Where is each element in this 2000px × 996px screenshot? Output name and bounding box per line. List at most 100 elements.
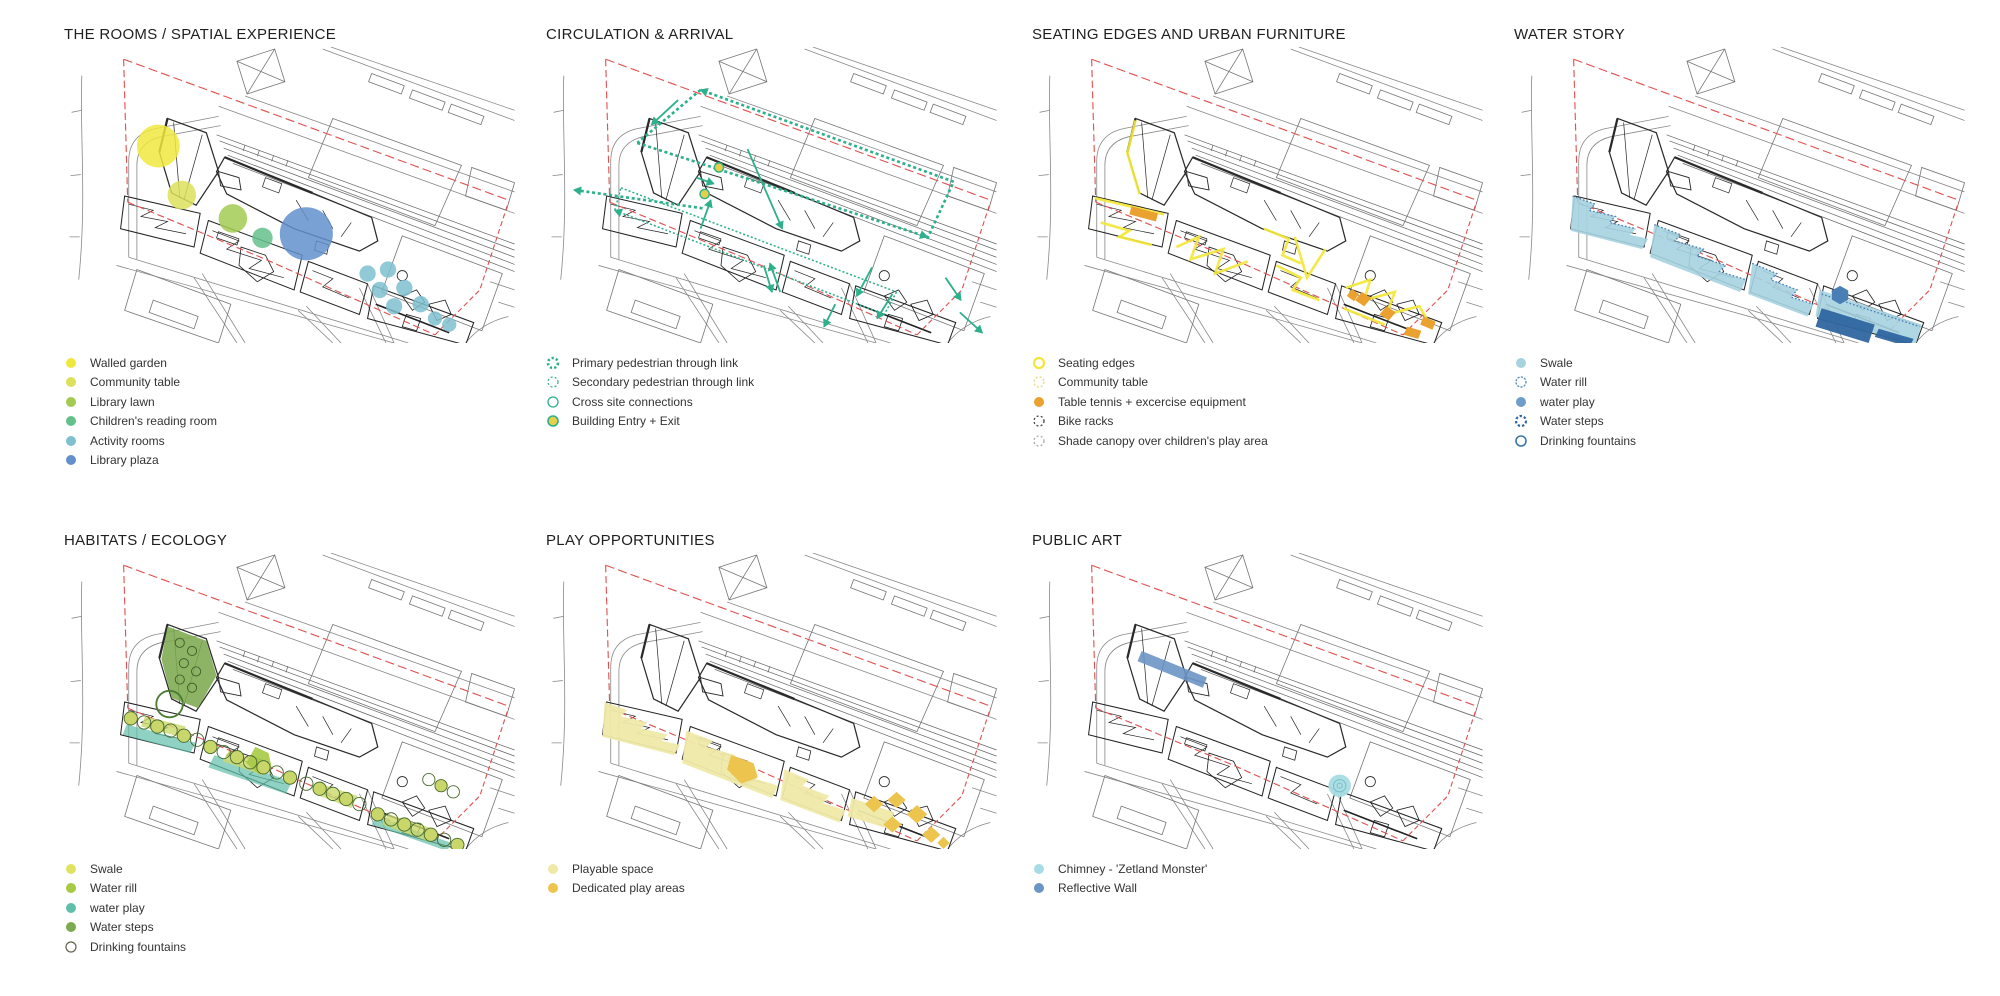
overlay-seating <box>1094 120 1436 339</box>
panel-seating: SEATING EDGES AND URBAN FURNITURE <box>1026 26 1498 451</box>
legend-label: Water rill <box>1540 375 1587 390</box>
legend-swatch-icon <box>547 415 559 428</box>
legend-label: Reflective Wall <box>1058 881 1137 896</box>
legend-swatch-icon <box>66 922 76 933</box>
site-plan-svg <box>550 47 998 343</box>
panel-circulation: CIRCULATION & ARRIVAL <box>540 26 1012 431</box>
legend-label: Bike racks <box>1058 414 1114 429</box>
legend-item: Bike racks <box>1032 412 1498 432</box>
legend-label: Secondary pedestrian through link <box>572 375 755 390</box>
legend-swatch-icon <box>1034 396 1044 407</box>
legend-label: Walled garden <box>90 355 167 370</box>
legend-label: Water rill <box>90 881 137 896</box>
legend-item: Primary pedestrian through link <box>546 353 1012 373</box>
legend-label: Community table <box>1058 375 1149 390</box>
legend-item: Cross site connections <box>546 392 1012 412</box>
overlay-publicart <box>1137 650 1351 797</box>
legend-swatch-icon <box>66 396 76 407</box>
site-plan-svg <box>1036 553 1484 849</box>
legend-item: Chimney - 'Zetland Monster' <box>1032 859 1498 879</box>
legend-label: Library plaza <box>90 453 159 468</box>
legend-item: Library lawn <box>64 392 530 412</box>
legend-label: Children's reading room <box>90 414 218 429</box>
legend-item: Table tennis + excercise equipment <box>1032 392 1498 412</box>
site-plan-map <box>64 553 516 849</box>
legend-item: Library plaza <box>64 451 530 471</box>
panel-title: SEATING EDGES AND URBAN FURNITURE <box>1032 26 1346 43</box>
legend-swatch-icon <box>1034 883 1044 894</box>
overlay-circulation <box>572 87 984 334</box>
legend-swatch-icon <box>1034 863 1044 874</box>
site-plan-svg <box>68 553 516 849</box>
legend-item: Reflective Wall <box>1032 879 1498 899</box>
legend-item: water play <box>1514 392 1980 412</box>
site-plan-map <box>546 553 998 849</box>
legend-item: Playable space <box>546 859 1012 879</box>
legend-swatch-icon <box>1033 435 1045 447</box>
legend-item: Children's reading room <box>64 412 530 432</box>
legend-swatch-icon <box>66 902 76 913</box>
panel-habitats: HABITATS / ECOLOGY <box>58 532 530 957</box>
site-plan-svg <box>1518 47 1966 343</box>
panel-title: HABITATS / ECOLOGY <box>64 532 228 549</box>
legend-item: Water steps <box>64 918 530 938</box>
legend-label: Community table <box>90 375 181 390</box>
legend-item: Community table <box>1032 373 1498 393</box>
panel-title: CIRCULATION & ARRIVAL <box>546 26 734 43</box>
legend-item: Community table <box>64 373 530 393</box>
legend-swatch-icon <box>1515 376 1527 388</box>
legend-swatch-icon <box>548 883 558 894</box>
site-plan-map <box>1032 553 1484 849</box>
legend-label: Seating edges <box>1058 355 1135 370</box>
legend-item: Drinking fountains <box>64 937 530 957</box>
legend-swatch-icon <box>66 435 76 446</box>
legend-swatch-icon <box>66 863 76 874</box>
panel-play: PLAY OPPORTUNITIES <box>540 532 1012 898</box>
panel-rooms: THE ROOMS / SPATIAL EXPERIENCE Walled ga… <box>58 26 530 470</box>
overlay-rooms <box>136 124 457 332</box>
legend-item: Activity rooms <box>64 431 530 451</box>
legend-label: Activity rooms <box>90 433 165 448</box>
legend-label: Water steps <box>90 920 154 935</box>
site-plan-svg <box>550 553 998 849</box>
legend-swatch-icon <box>1033 415 1045 427</box>
overlay-water <box>1570 195 1922 343</box>
legend-item: Shade canopy over children's play area <box>1032 431 1498 451</box>
legend-swatch-icon <box>1516 396 1526 407</box>
panel-public-art: PUBLIC ART Chimney - 'Zetland Monster'Re… <box>1026 532 1498 898</box>
legend-label: water play <box>90 900 145 915</box>
legend-swatch-icon <box>66 883 76 894</box>
legend-swatch-icon <box>1033 376 1045 388</box>
legend-label: Chimney - 'Zetland Monster' <box>1058 861 1208 876</box>
legend-swatch-icon <box>66 357 76 368</box>
legend-label: Cross site connections <box>572 394 693 409</box>
legend-label: Playable space <box>572 861 654 876</box>
site-plan-map <box>64 47 516 343</box>
site-plan-map <box>546 47 998 343</box>
legend-item: Dedicated play areas <box>546 879 1012 899</box>
legend-swatch-icon <box>1515 434 1527 447</box>
legend-swatch-icon <box>1514 415 1528 428</box>
site-plan-svg <box>1036 47 1484 343</box>
legend-swatch-icon <box>65 941 77 953</box>
legend-label: water play <box>1540 394 1595 409</box>
legend-label: Swale <box>90 861 123 876</box>
site-plan-map <box>1514 47 1966 343</box>
legend-label: Drinking fountains <box>1540 433 1637 448</box>
legend-item: Water rill <box>1514 373 1980 393</box>
legend-label: Shade canopy over children's play area <box>1058 433 1268 448</box>
legend-item: Walled garden <box>64 353 530 373</box>
legend-item: Water rill <box>64 879 530 899</box>
legend: Chimney - 'Zetland Monster' Reflective Wa… <box>1032 859 1498 898</box>
panel-title: PLAY OPPORTUNITIES <box>546 532 715 549</box>
legend-swatch-icon <box>1032 356 1046 369</box>
legend-swatch-icon <box>66 455 76 466</box>
site-plan-map <box>1032 47 1484 343</box>
panel-title: THE ROOMS / SPATIAL EXPERIENCE <box>64 26 337 43</box>
legend-item: Building Entry + Exit <box>546 412 1012 432</box>
legend-item: Water steps <box>1514 412 1980 432</box>
